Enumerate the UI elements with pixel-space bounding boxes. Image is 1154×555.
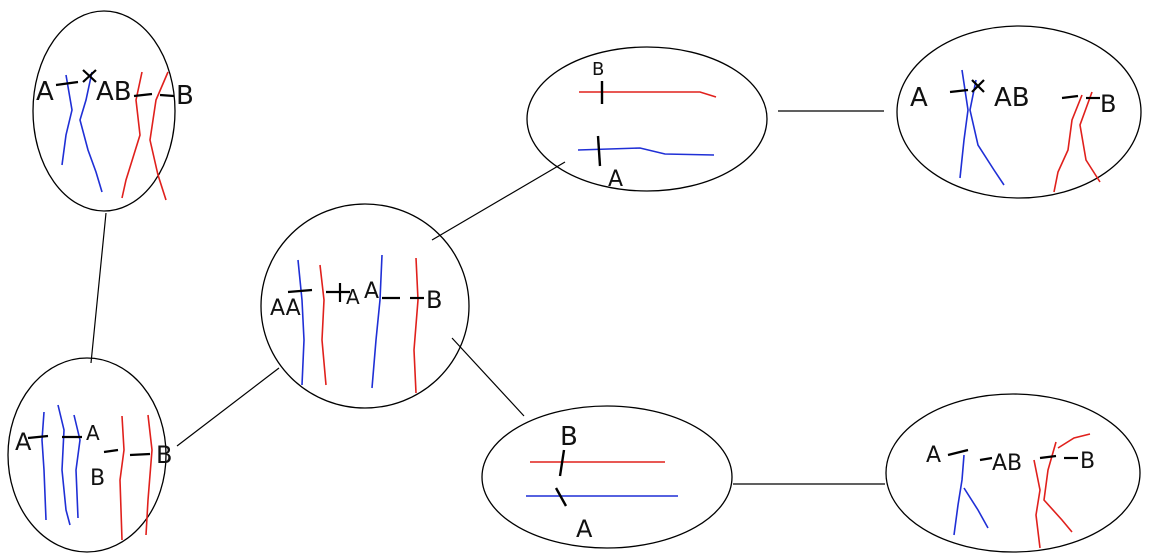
label-ab: AB xyxy=(994,83,1030,113)
label-a-mid: A xyxy=(86,421,100,445)
red-chromosome xyxy=(121,71,169,201)
label-a-2: A xyxy=(364,279,379,304)
label-b: B xyxy=(176,81,194,111)
red-chromosome xyxy=(319,257,419,394)
label-ab: AB xyxy=(992,451,1022,476)
label-b: B xyxy=(426,286,442,314)
label-b: B xyxy=(1100,90,1116,118)
label-a: A xyxy=(36,77,54,107)
node-upper-right: A AB B xyxy=(896,25,1142,199)
cut-marks xyxy=(287,283,424,302)
connector-lines xyxy=(90,110,885,485)
cut-marks xyxy=(27,434,151,457)
blue-chromosome xyxy=(297,254,383,389)
edge-center-lowermid xyxy=(451,337,525,417)
edge-bottomleft-center xyxy=(176,367,280,447)
label-b: B xyxy=(592,59,604,80)
blue-chromosome xyxy=(61,71,103,193)
node-outline xyxy=(896,25,1142,199)
label-b-right: B xyxy=(156,441,172,469)
cut-marks xyxy=(949,79,1100,100)
cut-mark-blue xyxy=(554,487,568,507)
node-outline xyxy=(481,405,733,549)
label-b: B xyxy=(560,422,578,452)
node-bottom-left: A A B B xyxy=(7,357,172,553)
label-b-mid: B xyxy=(90,466,105,491)
label-a: A xyxy=(608,167,623,192)
node-outline xyxy=(885,393,1141,553)
label-a: A xyxy=(576,515,593,543)
red-line xyxy=(579,91,717,98)
label-aa: AA xyxy=(270,296,301,321)
node-lower-right: A AB B xyxy=(885,393,1141,553)
label-a-left: A xyxy=(15,428,32,456)
edge-center-uppermid xyxy=(431,161,566,241)
red-chromosome xyxy=(1053,91,1101,193)
node-outline xyxy=(526,46,768,192)
node-outline xyxy=(260,203,470,409)
label-a: A xyxy=(926,443,941,468)
blue-chromosome xyxy=(41,404,81,526)
cut-marks xyxy=(947,448,1078,462)
label-a-1: A xyxy=(346,285,360,309)
cut-mark-blue xyxy=(596,135,602,167)
cut-mark-red xyxy=(558,449,566,477)
node-top-left: A AB B xyxy=(32,10,194,212)
label-ab: AB xyxy=(96,77,132,107)
node-center: AA A A B xyxy=(260,203,470,409)
red-chromosome xyxy=(119,414,153,541)
edge-topleft-bottomleft xyxy=(90,212,107,364)
node-outline xyxy=(32,10,176,212)
blue-chromosome xyxy=(953,454,989,536)
label-b: B xyxy=(1080,449,1095,474)
node-upper-middle: B A xyxy=(526,46,768,192)
node-outline xyxy=(7,357,167,553)
label-a: A xyxy=(910,83,928,113)
cut-marks xyxy=(55,69,175,98)
red-chromosome xyxy=(1033,433,1091,549)
blue-line xyxy=(577,147,715,156)
node-lower-middle: B A xyxy=(481,405,733,549)
